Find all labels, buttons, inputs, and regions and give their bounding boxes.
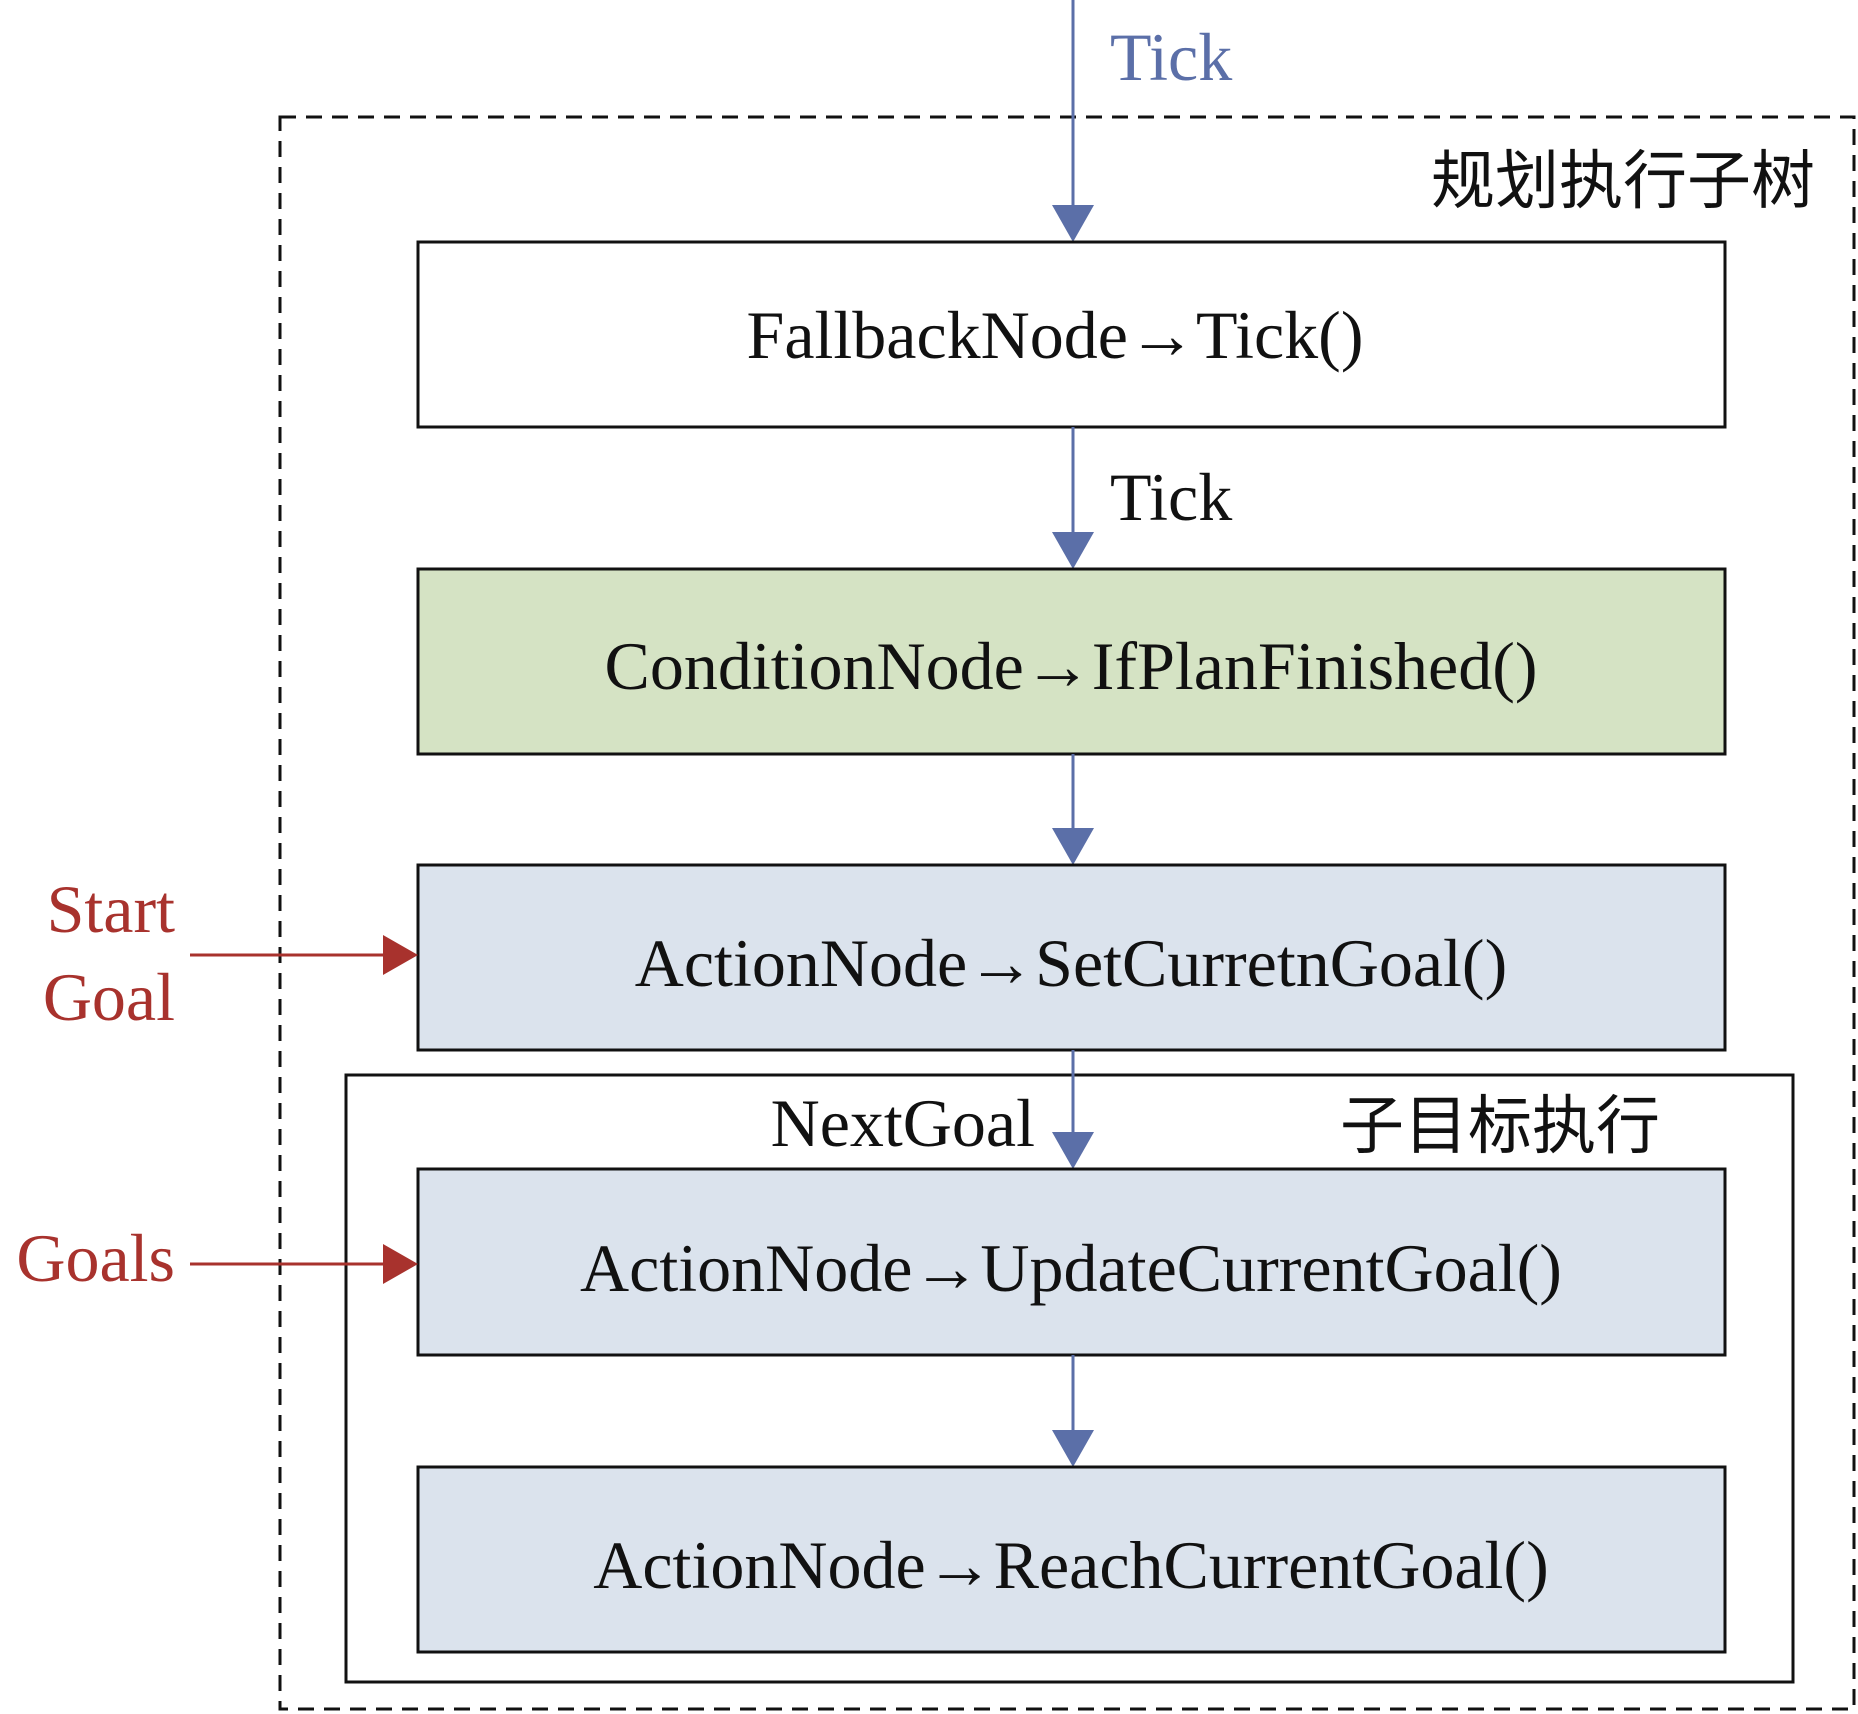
plan-subtree-label: 规划执行子树: [1431, 145, 1815, 219]
edge-tick-label: Tick: [1110, 459, 1232, 535]
goals-label: Goals: [16, 1220, 175, 1296]
goals-arrowhead: [383, 1244, 418, 1284]
fallback-node: [416, 240, 1727, 429]
start-goal-label-line2: Goal: [43, 959, 175, 1035]
start-goal-arrowhead: [383, 935, 418, 975]
condition-node-label: ConditionNode→IfPlanFinished(): [604, 628, 1537, 704]
edge-updategoal-reachgoal-arrowhead: [1052, 1430, 1094, 1467]
edge-nextgoal-label: NextGoal: [771, 1085, 1035, 1161]
reach-goal-node: [416, 1465, 1727, 1654]
fallback-node-label: FallbackNode→Tick(): [747, 297, 1364, 373]
edge-top-tick-arrowhead: [1052, 205, 1094, 242]
set-goal-node: [416, 863, 1727, 1052]
subgoal-exec-group: [344, 1073, 1795, 1684]
condition-node: [416, 567, 1727, 756]
update-goal-node-label: ActionNode→UpdateCurrentGoal(): [580, 1230, 1562, 1306]
start-goal-label-line1: Start: [47, 871, 176, 947]
reach-goal-node-label: ActionNode→ReachCurrentGoal(): [593, 1527, 1548, 1603]
set-goal-node-label: ActionNode→SetCurretnGoal(): [635, 925, 1507, 1001]
edge-setgoal-updategoal-arrowhead: [1052, 1132, 1094, 1169]
subgoal-exec-label: 子目标执行: [1340, 1090, 1660, 1164]
plan-subtree-group: [278, 115, 1856, 1711]
edge-top-tick-label: Tick: [1110, 19, 1232, 95]
edge-condition-setgoal-arrowhead: [1052, 828, 1094, 865]
edge-fallback-condition-arrowhead: [1052, 532, 1094, 569]
